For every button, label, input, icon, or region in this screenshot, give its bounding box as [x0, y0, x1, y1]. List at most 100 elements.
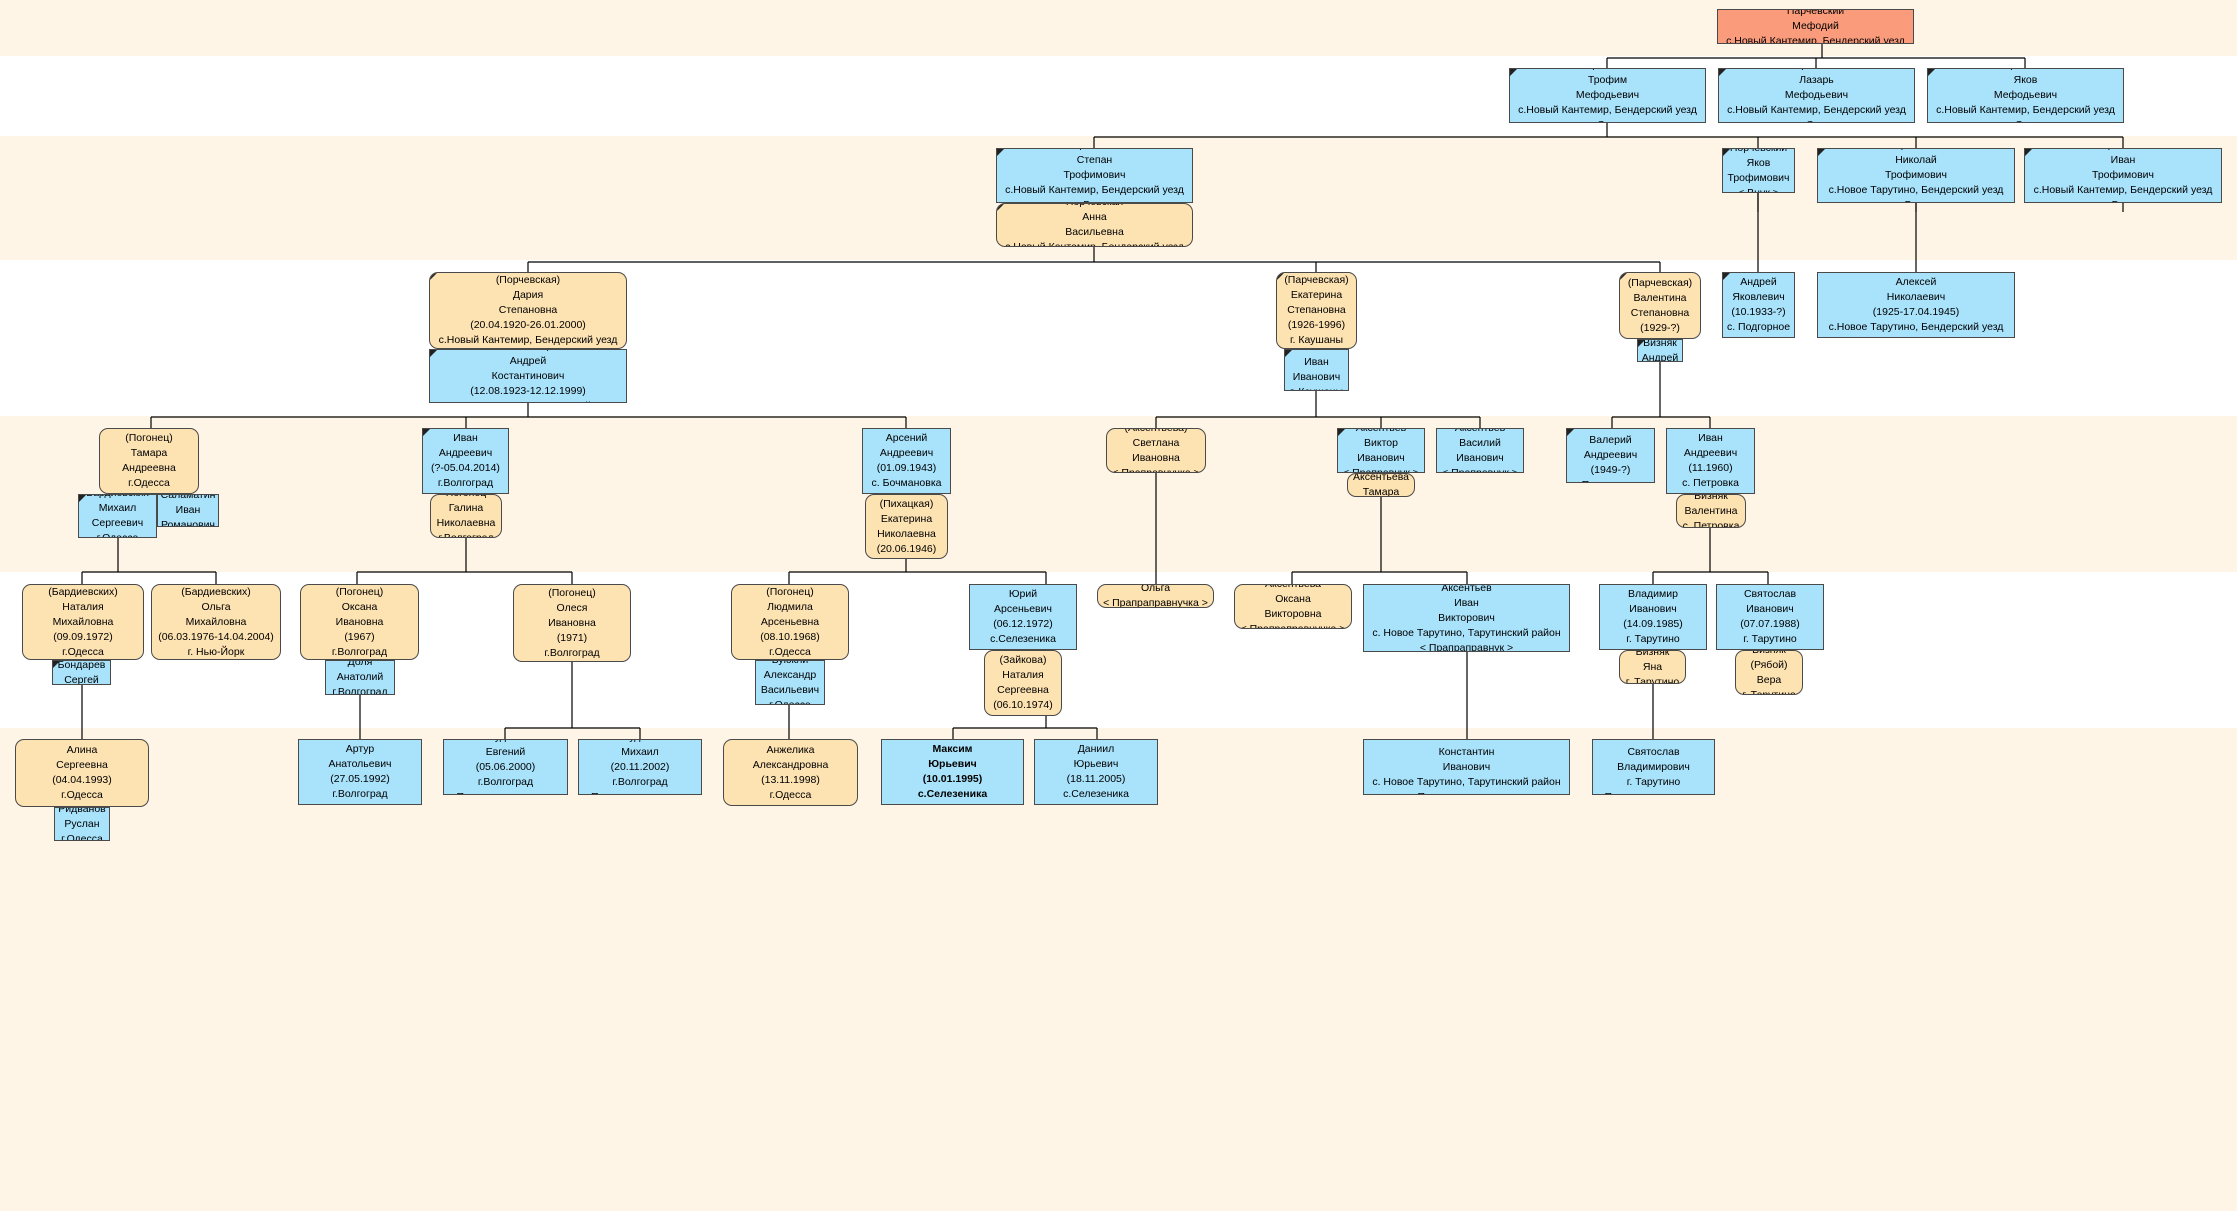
person-line: Аксентьев [1441, 584, 1492, 594]
person-card[interactable]: ДоляАртурАнатольевич(27.05.1992)г.Волгог… [298, 739, 422, 805]
person-line: Доля [347, 660, 373, 668]
person-card[interactable]: БондареваАлинаСергеевна(04.04.1993)г.Оде… [15, 739, 149, 807]
person-line: г.Волгоград [332, 686, 388, 695]
person-line: Андрей [1641, 351, 1679, 362]
person-card[interactable]: ВизнякСвятославИванович(07.07.1988)г. Та… [1716, 584, 1824, 650]
person-line: < Сын > [2006, 118, 2045, 122]
person-card[interactable]: ПогонецИванАндреевич(?-05.04.2014)г.Волг… [422, 428, 509, 494]
person-card[interactable]: ПорчевскаяАннаВасильевнас.Новый Кантемир… [996, 203, 1193, 247]
record-marker-icon [79, 495, 86, 502]
person-card[interactable]: Саламатина(Погонец)ТамараАндреевнаг.Одес… [99, 428, 199, 494]
person-card[interactable]: ПорчевскийАндрейЯковлевич(10.1933-?)с. П… [1722, 272, 1795, 338]
person-card[interactable]: Буюкли(Погонец)ЛюдмилаАрсеньевна(08.10.1… [731, 584, 849, 660]
person-card[interactable]: РудневЕвгений(05.06.2000)г.Волгоград< Пр… [443, 739, 568, 795]
person-line: Константин [1438, 745, 1495, 758]
person-line: Погонец [508, 350, 548, 354]
person-card[interactable]: ПогонецДаниилЮрьевич(18.11.2005)с.Селезе… [1034, 739, 1158, 805]
person-line: (01.09.1943) [876, 462, 937, 474]
person-line: Парчевский [1887, 149, 1944, 153]
person-card[interactable]: ПарчевскийНиколайТрофимовичс.Новое Тарут… [1817, 148, 2015, 203]
person-card[interactable]: АксентьевВикторИванович< Праправнук > [1337, 428, 1425, 473]
person-line: Валентина [1633, 291, 1687, 304]
person-card[interactable]: ПогонецГалинаНиколаевнаг.Волгоград [430, 494, 502, 538]
record-marker-icon [2025, 149, 2032, 156]
person-card[interactable]: ПарчевскийИванТрофимовичс.Новый Кантемир… [2024, 148, 2222, 203]
person-card[interactable]: Руднева(Погонец)ОлесяИвановна(1971)г.Вол… [513, 584, 631, 662]
person-card[interactable]: ВизнякИванАндреевич(11.1960)с. Петровка<… [1666, 428, 1755, 494]
person-card[interactable]: Бондарева(Бардиевских)НаталияМихайловна(… [22, 584, 144, 660]
person-line: Иванович [1456, 451, 1504, 464]
person-line: Юрий [1008, 588, 1038, 600]
record-marker-icon [1723, 149, 1730, 156]
person-card[interactable]: АксентьевКонстантинИвановичс. Новое Тару… [1363, 739, 1570, 795]
person-line: Лазарь [1799, 74, 1834, 86]
person-card[interactable]: АксентьевВасилийИванович< Праправнук > [1436, 428, 1524, 473]
person-line: < Прапраправнучка > [520, 661, 625, 662]
person-card[interactable]: Ольга< Прапраправнучка > [1097, 584, 1214, 608]
person-card[interactable]: БардиевскихМихаилСергеевичг.Одесса [78, 494, 157, 538]
record-marker-icon [1638, 340, 1645, 347]
person-card[interactable]: Доля(Погонец)ОксанаИвановна(1967)г.Волго… [300, 584, 419, 660]
person-line: г.Волгоград [612, 775, 668, 788]
person-card[interactable]: ПарчевскийАлексейНиколаевич(1925-17.04.1… [1817, 272, 2015, 338]
person-line: Яков [2013, 74, 2038, 86]
person-card[interactable]: Визняк(Парчевская)ВалентинаСтепановна(19… [1619, 272, 1701, 339]
person-line: Ольга [1140, 584, 1171, 594]
person-line: (Погонец) [125, 432, 173, 444]
person-line: Ивановна [548, 616, 596, 629]
person-line: с.Селезеника [990, 713, 1056, 715]
person-card[interactable]: ПарчевскийТрофимМефодьевичс.Новый Кантем… [1509, 68, 1706, 123]
person-card[interactable]: БуюклиАнжеликаАлександровна(13.11.1998)г… [723, 739, 858, 806]
person-line: Мефодьевич [1575, 89, 1640, 101]
person-line: < Праправпраправнук > [890, 802, 1014, 804]
person-card[interactable]: АксентьеваОксанаВикторовна< Прапраправну… [1234, 584, 1352, 629]
person-card[interactable]: Палий(Бардиевских)ОльгаМихайловна(06.03.… [151, 584, 281, 660]
person-line: Яна [1642, 660, 1663, 673]
person-line: Бондарев [57, 660, 106, 671]
person-line: < Сын > [1588, 118, 1627, 122]
person-line: Анжелика [766, 743, 815, 756]
person-card[interactable]: ПорчевскийСтепанТрофимовичс.Новый Кантем… [996, 148, 1193, 203]
person-line: < Праправпраправнук > [582, 790, 698, 795]
person-card[interactable]: ПогонецАрсенийАндреевич(01.09.1943)с. Бо… [862, 428, 951, 494]
person-card[interactable]: РудневМихаил(20.11.2002)г.Волгоград< Пра… [578, 739, 702, 795]
person-card[interactable]: ПогонецАндрейКостантинович(12.08.1923-12… [429, 349, 627, 403]
person-line: с.Новый Кантемир, Бендерский уезд [1518, 104, 1697, 116]
person-line: < Прапраправнучка > [1240, 622, 1346, 629]
person-card[interactable]: Погонец(Зайкова)НаталияСергеевна(06.10.1… [984, 650, 1062, 716]
person-card[interactable]: Аксентьева(Парчевская)ЕкатеринаСтепановн… [1276, 272, 1357, 349]
person-line: г. Тарутино [1742, 688, 1796, 695]
person-card[interactable]: ПорчевскийЯковТрофимович< Внук > [1722, 148, 1795, 193]
person-line: Андреевич [438, 447, 493, 459]
person-card[interactable]: АксентьевИванИвановичг. Каушаны [1284, 349, 1349, 391]
person-card[interactable]: ВизнякСвятославВладимировичг. Тарутино< … [1592, 739, 1715, 795]
person-card[interactable]: Погонец(Пихацкая)ЕкатеринаНиколаевна(20.… [865, 494, 948, 559]
person-line: г.Одесса [96, 532, 139, 538]
person-card[interactable]: ВизнякВалерийАндреевич(1949-?)< Праправн… [1566, 428, 1655, 483]
person-line: с.Новый Кантемир, Бендерский уезд [438, 334, 618, 346]
person-line: Васильевич [760, 683, 820, 696]
person-card[interactable]: ПарчевскийЯковМефодьевичс.Новый Кантемир… [1927, 68, 2124, 123]
person-card-selected[interactable]: ПогонецМаксимЮрьевич(10.01.1995)с.Селезе… [881, 739, 1024, 805]
person-line: Степановна [1287, 304, 1346, 316]
person-card[interactable]: БуюклиАлександрВасильевичг.Одесса [755, 660, 825, 705]
person-card[interactable]: ПарчевскийЛазарьМефодьевичс.Новый Кантем… [1718, 68, 1915, 123]
person-line: Валентина [1684, 504, 1738, 517]
person-line: Бардиевских [86, 495, 149, 501]
person-card[interactable]: ПогонецЮрийАрсеньевич(06.12.1972)с.Селез… [969, 584, 1077, 650]
person-card[interactable]: ВизнякВладимирИванович(14.09.1985)г. Тар… [1599, 584, 1707, 650]
person-line: Святослав [1743, 588, 1797, 600]
person-card[interactable]: Погонец(Порчевская)ДарияСтепановна(20.04… [429, 272, 627, 349]
